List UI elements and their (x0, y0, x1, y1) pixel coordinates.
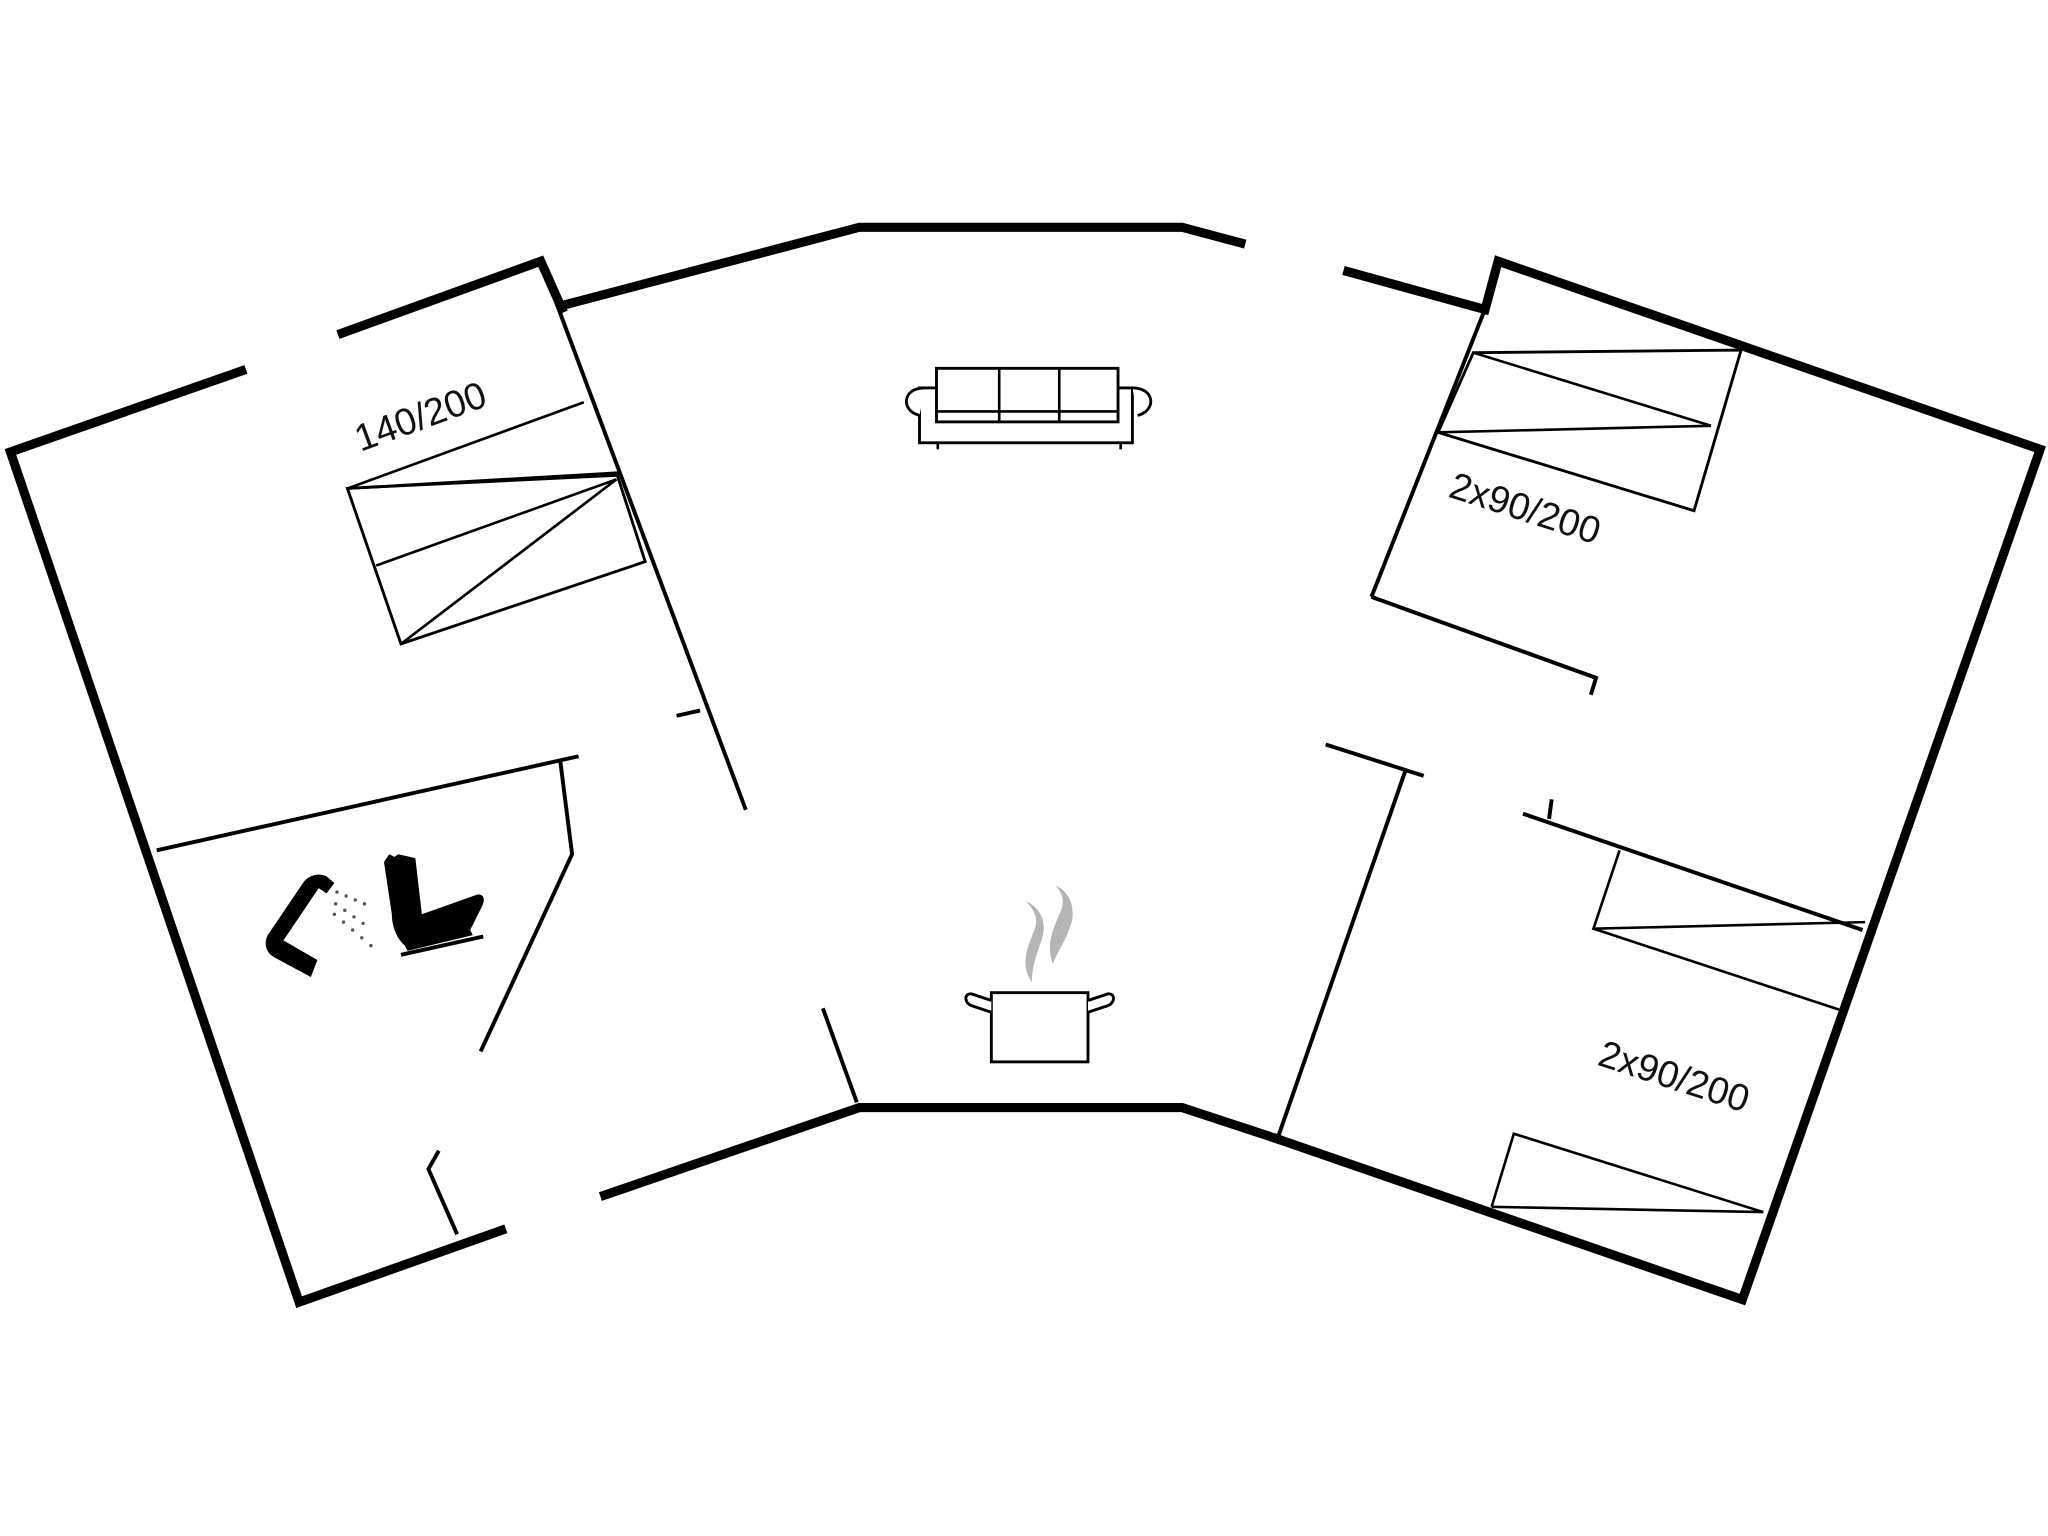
left-wing-top-wall (336, 255, 568, 339)
lower-bedroom-door-wall (1325, 742, 1425, 778)
sofa-icon (904, 366, 1153, 450)
living-top-wall (556, 222, 1247, 312)
shower-icon (265, 874, 373, 977)
bed-label-left: 140/200 (349, 374, 492, 460)
right-wing: 2x90/200 2x90/200 (1271, 255, 2046, 1306)
twin-beds-upper (1436, 348, 1743, 513)
left-partition-wall (554, 302, 748, 811)
lower-bedroom-top-wall (1522, 811, 1864, 932)
door-stub (676, 708, 701, 718)
upper-bedroom-bottom-wall (1370, 595, 1599, 696)
bed-label-upper-right: 2x90/200 (1444, 465, 1605, 553)
twin-beds-lower (1490, 849, 1866, 1214)
door-stub-right (1547, 799, 1554, 820)
bathroom-door-jamb (426, 1149, 459, 1236)
lower-bedroom-left-wall (1275, 769, 1408, 1140)
double-bed (345, 401, 648, 646)
left-wing: 140/200 (4, 255, 748, 1309)
toilet-icon (384, 854, 484, 957)
bathroom-top-wall (156, 754, 580, 853)
right-upper-partition (1369, 304, 1489, 598)
living-bottom-door-jamb (821, 1007, 859, 1104)
bathroom-right-wall (478, 761, 575, 1053)
right-top-entry-wall (1271, 255, 2046, 1306)
kitchen-pot-icon (964, 885, 1115, 1064)
left-wing-exterior-wall (4, 365, 508, 1309)
living-room (556, 222, 1284, 1201)
bed-label-lower-right: 2x90/200 (1593, 1033, 1754, 1121)
living-bottom-wall (598, 1103, 1284, 1201)
